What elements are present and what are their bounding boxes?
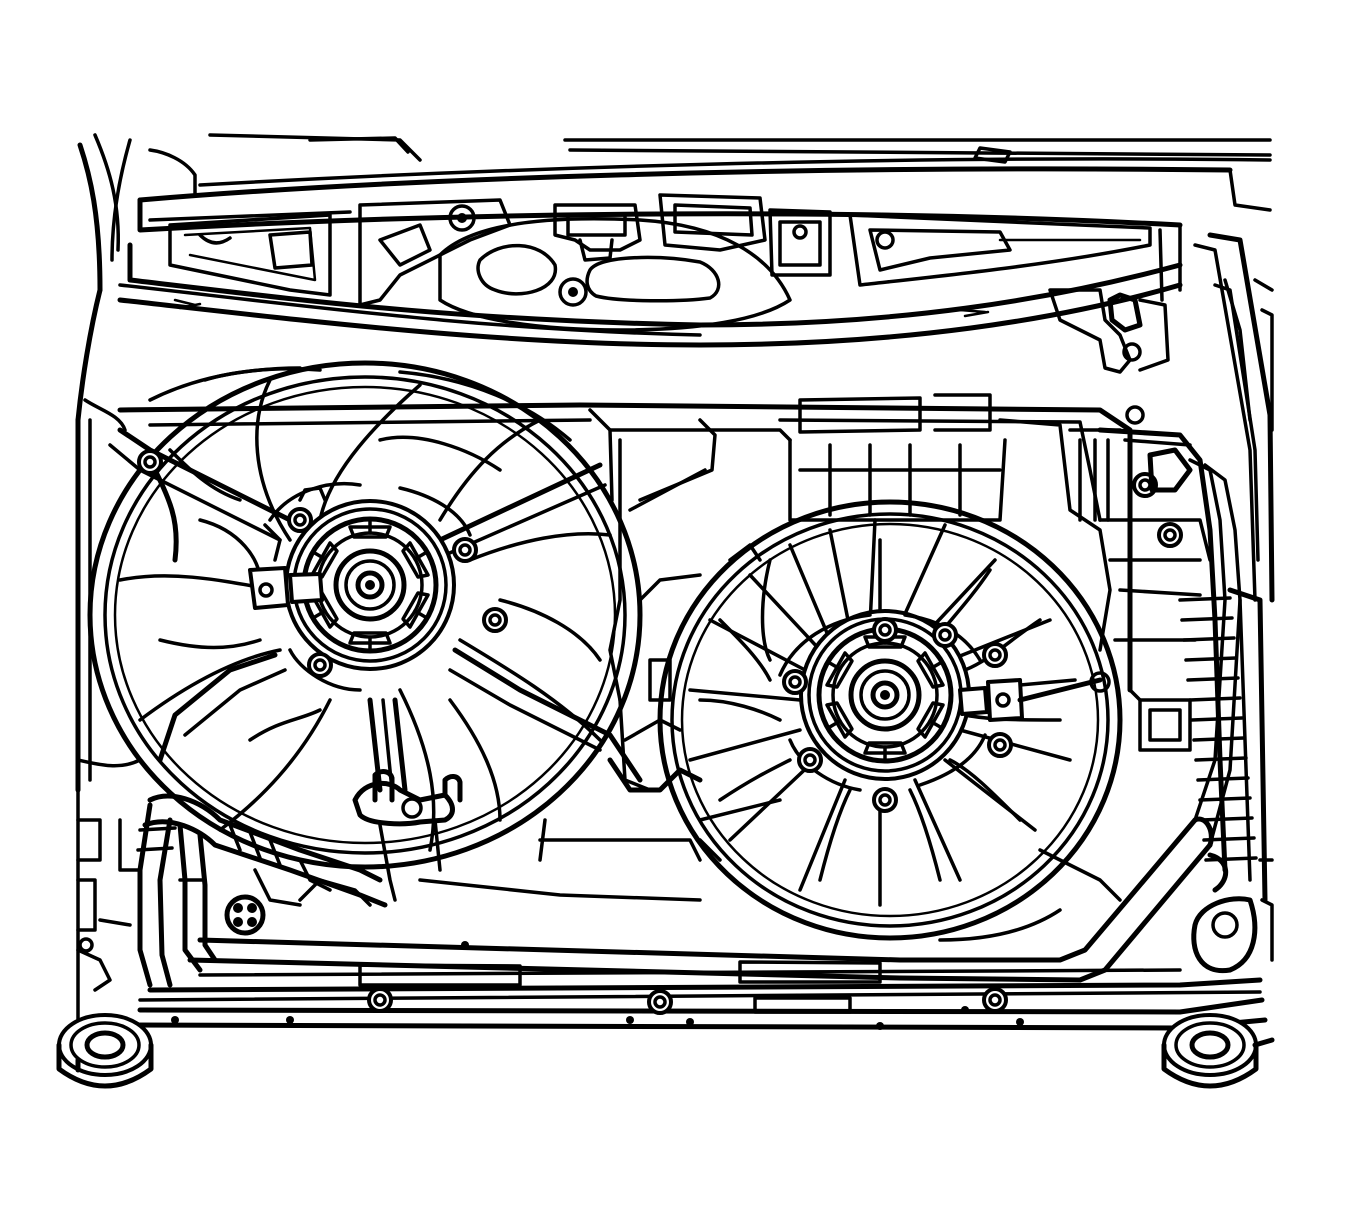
left-side-structure xyxy=(75,398,142,1062)
fan-shroud xyxy=(117,393,1212,902)
coolant-hoses xyxy=(98,458,1242,988)
left-fan-blades xyxy=(118,378,612,852)
radiator-core-support xyxy=(75,133,1275,603)
right-cooling-fan xyxy=(657,499,1123,942)
left-cooling-fan xyxy=(87,360,643,902)
